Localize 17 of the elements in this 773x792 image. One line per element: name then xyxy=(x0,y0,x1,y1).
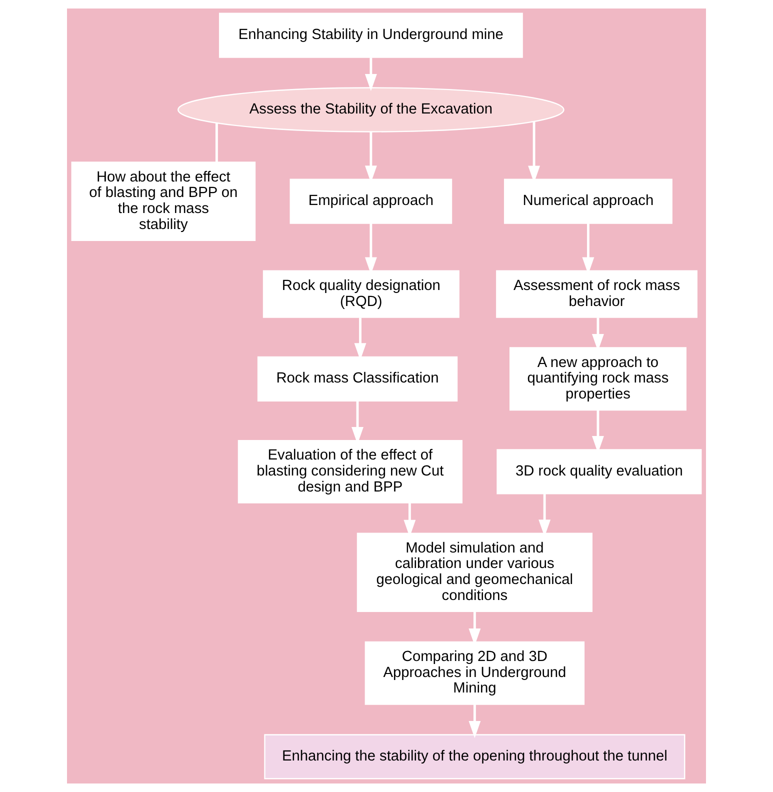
node-box: Evaluation of the effect of blasting considering new Cut design and BPP xyxy=(238,440,462,504)
node-ellipse: Assess the Stability of the Excavation xyxy=(177,87,564,132)
node-box: Rock quality designation (RQD) xyxy=(262,270,460,318)
node-box: Enhancing the stability of the opening throughout the tunnel xyxy=(264,734,686,780)
node-box: A new approach to quantifying rock mass properties xyxy=(509,347,686,411)
node-box: Enhancing Stability in Underground mine xyxy=(218,12,523,58)
node-box: Comparing 2D and 3D Approaches in Underground Mining xyxy=(364,641,585,705)
node-box: Model simulation and calibration under various geological and geomechanical conditions xyxy=(356,532,592,612)
node-box: Numerical approach xyxy=(504,178,672,224)
node-box: Assessment of rock mass behavior xyxy=(496,270,698,318)
node-box: Rock mass Classification xyxy=(257,356,458,402)
arrow xyxy=(468,704,481,738)
node-box: 3D rock quality evaluation xyxy=(496,449,702,494)
connector xyxy=(215,123,218,162)
node-box: Empirical approach xyxy=(290,178,452,224)
arrow xyxy=(364,58,377,92)
node-box: How about the effect of blasting and BPP on the rock mass stability xyxy=(71,162,256,241)
